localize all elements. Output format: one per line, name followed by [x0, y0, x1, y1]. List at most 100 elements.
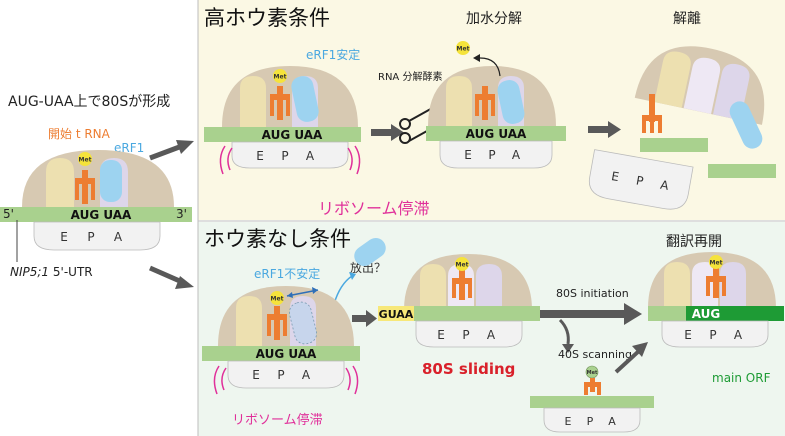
scanning-branch-arrow — [558, 318, 570, 345]
site-a: A — [306, 149, 315, 163]
ribosome-stalled-high: Met AUG UAA E P A — [204, 66, 361, 175]
met-label: Met — [271, 296, 284, 303]
site-p: P — [462, 328, 469, 342]
e-site-pocket — [446, 76, 472, 126]
stall-mark — [352, 365, 359, 395]
five-prime-label: 5' — [3, 207, 14, 221]
arrow-to-high-head — [176, 140, 194, 154]
arrow-high-2-head — [608, 121, 621, 138]
low-boron-title: ホウ素なし条件 — [204, 227, 351, 251]
arrow-low-1-head — [366, 310, 377, 327]
mrna-strand — [202, 346, 360, 361]
p-site-pocket — [692, 262, 718, 308]
released-erf1 — [729, 101, 763, 149]
reinit-title: 翻訳再開 — [666, 234, 722, 250]
mrna-fragment-1 — [640, 138, 708, 152]
utr-label: NIP5;1 5'-UTR — [10, 265, 93, 279]
small-subunit — [227, 360, 345, 389]
initiation-label: 80S initiation — [556, 287, 629, 300]
ribosome-hydrolysis: AUG UAA E P A — [426, 66, 566, 169]
trna-stem — [277, 86, 283, 120]
arrow-high-2 — [588, 126, 608, 133]
trna-arm — [270, 94, 290, 100]
site-p: P — [488, 148, 495, 162]
arrow-high-1 — [371, 129, 391, 136]
initiation-arrow — [540, 310, 624, 318]
scanning-to-reinit-arrow — [614, 348, 642, 374]
site-e: E — [256, 149, 264, 163]
e-site-pocket — [46, 158, 74, 207]
site-p: P — [87, 230, 94, 244]
released-trna — [642, 94, 662, 133]
escaping-erf1 — [354, 237, 386, 267]
trna-leg-right — [491, 100, 495, 116]
mrna-strand — [204, 127, 361, 142]
scanning-40s-complex: Met E P A — [530, 365, 654, 433]
site-a: A — [734, 328, 743, 342]
trna-leg-right — [722, 282, 726, 296]
site-p: P — [587, 415, 594, 428]
trna-leg-left — [267, 320, 271, 336]
arrow-to-high — [149, 143, 183, 161]
site-p: P — [709, 328, 716, 342]
scanning-mrna — [530, 396, 654, 408]
mrna-fragment-2 — [708, 164, 776, 178]
trna-arm — [706, 276, 726, 282]
met-label: Met — [710, 260, 723, 267]
e-site-pocket — [240, 76, 266, 127]
trna-leg-right — [468, 284, 472, 298]
arrow-low-1 — [352, 315, 366, 322]
met-ball — [273, 69, 287, 83]
site-e: E — [464, 148, 472, 162]
scanning-trna-arm — [584, 382, 601, 387]
trna-leg-left — [75, 184, 79, 200]
met-ball — [78, 152, 92, 166]
site-e: E — [437, 328, 445, 342]
erf1-shape — [100, 160, 122, 202]
e-site-pocket — [664, 262, 690, 308]
trna-arm — [267, 314, 287, 320]
stall-mark — [227, 147, 233, 171]
ribosome-sliding: Met GUAA E P A — [378, 254, 540, 348]
trna-leg-mid — [714, 282, 718, 296]
scanning-small-subunit — [543, 407, 641, 433]
codon-label: AUG UAA — [256, 347, 317, 361]
site-p: P — [281, 149, 288, 163]
main-orf-region — [686, 306, 784, 321]
site-a: A — [487, 328, 496, 342]
release-arrow-head — [473, 54, 480, 62]
met-ball — [455, 257, 469, 271]
a-site-pocket — [290, 296, 316, 346]
guaa-label: GUAA — [379, 308, 414, 321]
site-a: A — [608, 415, 616, 428]
small-subunit — [661, 320, 769, 348]
trna-leg-left — [475, 100, 479, 116]
ribosome-reinit: Met AUG E P A — [648, 252, 784, 348]
a-site-pocket — [476, 264, 502, 310]
trna-stem — [482, 86, 488, 120]
escape-arrow-head — [349, 272, 356, 280]
sliding-label: 80S sliding — [422, 360, 515, 378]
trna-arm — [475, 94, 495, 100]
erf1-label: eRF1 — [114, 141, 144, 155]
met-label: Met — [274, 74, 287, 81]
arrow-high-1-head — [391, 124, 404, 141]
initiation-arrow-head — [624, 303, 642, 325]
ribosome-initial: Met AUG UAA 5' 3' E P A — [0, 150, 192, 251]
mrna-strand — [0, 207, 192, 222]
mrna-strand — [380, 306, 540, 321]
e-site-pocket — [420, 264, 446, 310]
guaa-highlight — [378, 306, 414, 321]
codon-label: AUG UAA — [466, 127, 527, 141]
site-a: A — [512, 148, 521, 162]
site-a: A — [114, 230, 123, 244]
small-subunit — [439, 140, 553, 169]
scanning-to-reinit-arrow-head — [632, 342, 648, 357]
trna-arm — [75, 178, 95, 184]
arrow-to-low — [148, 265, 184, 285]
stall-mark — [347, 147, 353, 171]
met-ball — [709, 255, 723, 269]
mrna-strand — [426, 126, 566, 141]
small-subunit — [415, 320, 523, 348]
